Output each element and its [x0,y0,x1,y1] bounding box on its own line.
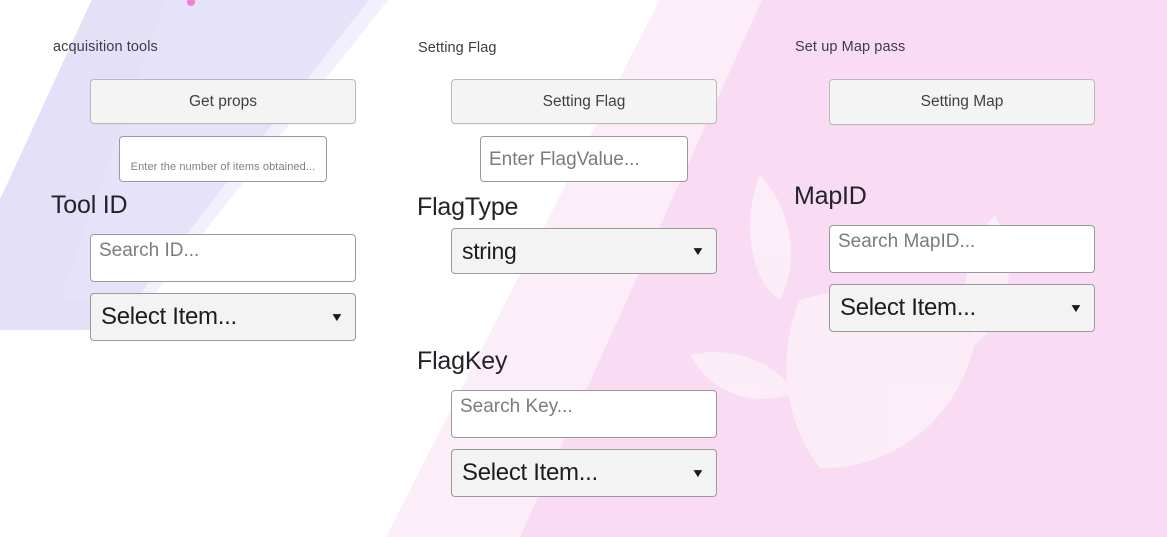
chevron-down-icon: ▼ [329,310,345,324]
chevron-down-icon: ▼ [690,466,706,480]
map-id-search-placeholder: Search MapID... [838,231,976,252]
flag-type-select[interactable]: string ▼ [451,228,717,274]
tool-id-select[interactable]: Select Item... ▼ [90,293,356,341]
items-obtained-placeholder: Enter the number of items obtained... [130,161,316,173]
map-id-search-input[interactable]: Search MapID... [829,225,1095,273]
map-column: Set up Map pass Setting Map MapID Search… [777,0,1167,537]
get-props-button[interactable]: Get props [90,79,356,124]
tool-id-search-placeholder: Search ID... [99,240,200,261]
tool-id-search-input[interactable]: Search ID... [90,234,356,282]
flag-key-label: FlagKey [417,347,508,375]
flag-key-search-placeholder: Search Key... [460,396,573,417]
acquisition-tools-caption: acquisition tools [53,39,158,55]
setting-flag-button[interactable]: Setting Flag [451,79,717,124]
flag-type-label: FlagType [417,193,519,221]
flag-key-select[interactable]: Select Item... ▼ [451,449,717,497]
setting-flag-caption: Setting Flag [418,40,497,56]
setting-map-button[interactable]: Setting Map [829,79,1095,125]
map-id-label: MapID [794,182,867,210]
flag-column: Setting Flag Setting Flag Enter FlagValu… [392,0,777,537]
map-id-select-value: Select Item... [840,294,976,321]
tool-column: acquisition tools Get props Enter the nu… [0,0,392,537]
flag-value-placeholder: Enter FlagValue... [489,149,640,170]
map-id-select[interactable]: Select Item... ▼ [829,284,1095,332]
items-obtained-input[interactable]: Enter the number of items obtained... [119,136,327,182]
flag-value-input[interactable]: Enter FlagValue... [480,136,688,182]
tool-id-select-value: Select Item... [101,303,237,330]
chevron-down-icon: ▼ [690,244,706,258]
tool-id-label: Tool ID [51,191,128,219]
set-up-map-pass-caption: Set up Map pass [795,39,906,55]
flag-type-select-value: string [462,237,517,264]
flag-key-select-value: Select Item... [462,459,598,486]
flag-key-search-input[interactable]: Search Key... [451,390,717,438]
chevron-down-icon: ▼ [1068,301,1084,315]
